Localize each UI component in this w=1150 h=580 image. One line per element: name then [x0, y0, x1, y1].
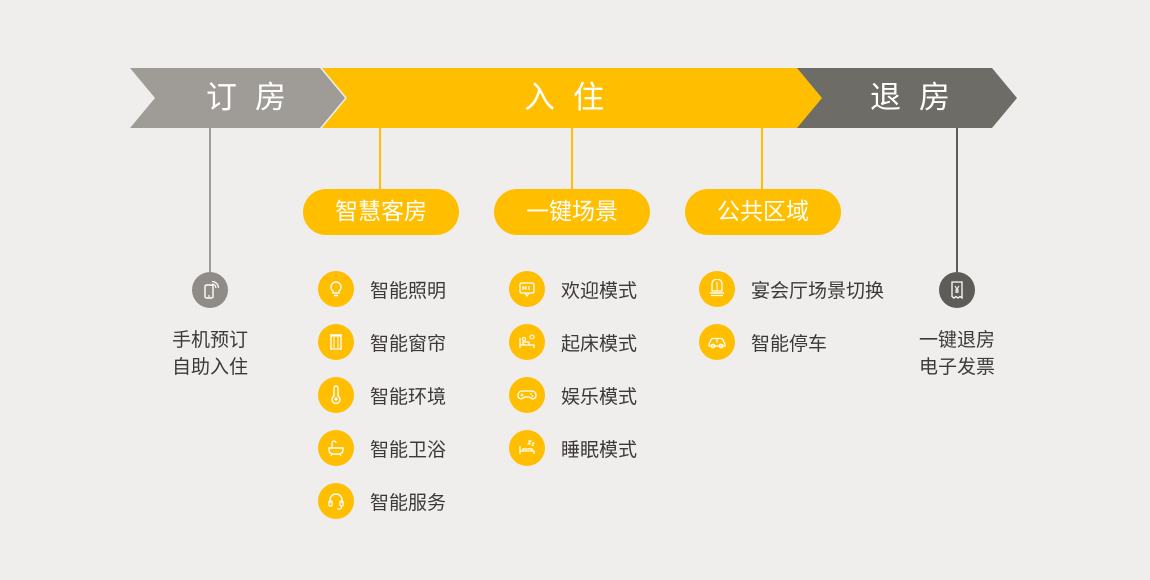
checkout-phase-label: 退房	[870, 80, 968, 116]
gamepad-icon	[509, 377, 545, 413]
stay-phase-arrow	[322, 68, 825, 128]
book-note-text: 手机预订 自助入住	[150, 327, 270, 381]
sleeping-bed-icon	[509, 430, 545, 466]
public-area-pill: 公共区域	[685, 189, 841, 235]
smart-room-item-label: 智能窗帘	[370, 332, 447, 355]
smart-room-pill: 智慧客房	[303, 189, 459, 235]
scene-item-wake-up: 起床模式	[509, 323, 637, 361]
thermometer-icon	[318, 377, 354, 413]
book-note-line-2: 自助入住	[171, 356, 248, 378]
book-note-line-1: 手机预订	[171, 329, 248, 351]
smart-room-item-label: 智能卫浴	[370, 438, 447, 461]
scene-item-entertainment: 娱乐模式	[509, 376, 637, 414]
smart-room-item-environment: 智能环境	[318, 376, 446, 414]
checkout-note-text: 一键退房 电子发票	[897, 327, 1017, 381]
receipt-yen-icon	[939, 272, 975, 308]
public-item-banquet: 宴会厅场景切换	[699, 270, 884, 308]
scene-item-label: 睡眠模式	[561, 438, 638, 461]
book-note-item	[192, 271, 228, 309]
book-phase-arrow	[130, 68, 345, 128]
checkout-note-item	[939, 271, 975, 309]
scene-item-sleep: 睡眠模式	[509, 429, 637, 467]
bathtub-icon	[318, 430, 354, 466]
scene-item-label: 起床模式	[561, 332, 638, 355]
smart-room-item-lighting: 智能照明	[318, 270, 446, 308]
scene-item-label: 娱乐模式	[561, 385, 638, 408]
curtain-icon	[318, 324, 354, 360]
public-item-label: 智能停车	[751, 332, 828, 355]
smart-room-item-service: 智能服务	[318, 482, 446, 520]
checkout-note-line-2: 电子发票	[918, 356, 995, 378]
public-item-label: 宴会厅场景切换	[751, 279, 885, 302]
wake-up-bed-icon	[509, 324, 545, 360]
smart-room-item-label: 智能服务	[370, 491, 447, 514]
phone-signal-icon	[192, 272, 228, 308]
hi-sign-icon	[509, 271, 545, 307]
checkout-note-line-1: 一键退房	[918, 329, 995, 351]
one-key-scene-pill: 一键场景	[494, 189, 650, 235]
public-item-parking: 智能停车	[699, 323, 827, 361]
smart-room-item-label: 智能环境	[370, 385, 447, 408]
lightbulb-icon	[318, 271, 354, 307]
car-icon	[699, 324, 735, 360]
checkout-phase-arrow	[797, 68, 1017, 128]
smart-room-item-bathroom: 智能卫浴	[318, 429, 446, 467]
scene-item-label: 欢迎模式	[561, 279, 638, 302]
banquet-hall-icon	[699, 271, 735, 307]
book-phase-label: 订房	[206, 80, 304, 116]
smart-room-item-label: 智能照明	[370, 279, 447, 302]
smart-room-item-curtain: 智能窗帘	[318, 323, 446, 361]
headset-icon	[318, 483, 354, 519]
scene-item-welcome: 欢迎模式	[509, 270, 637, 308]
stay-phase-label: 入住	[524, 80, 622, 116]
